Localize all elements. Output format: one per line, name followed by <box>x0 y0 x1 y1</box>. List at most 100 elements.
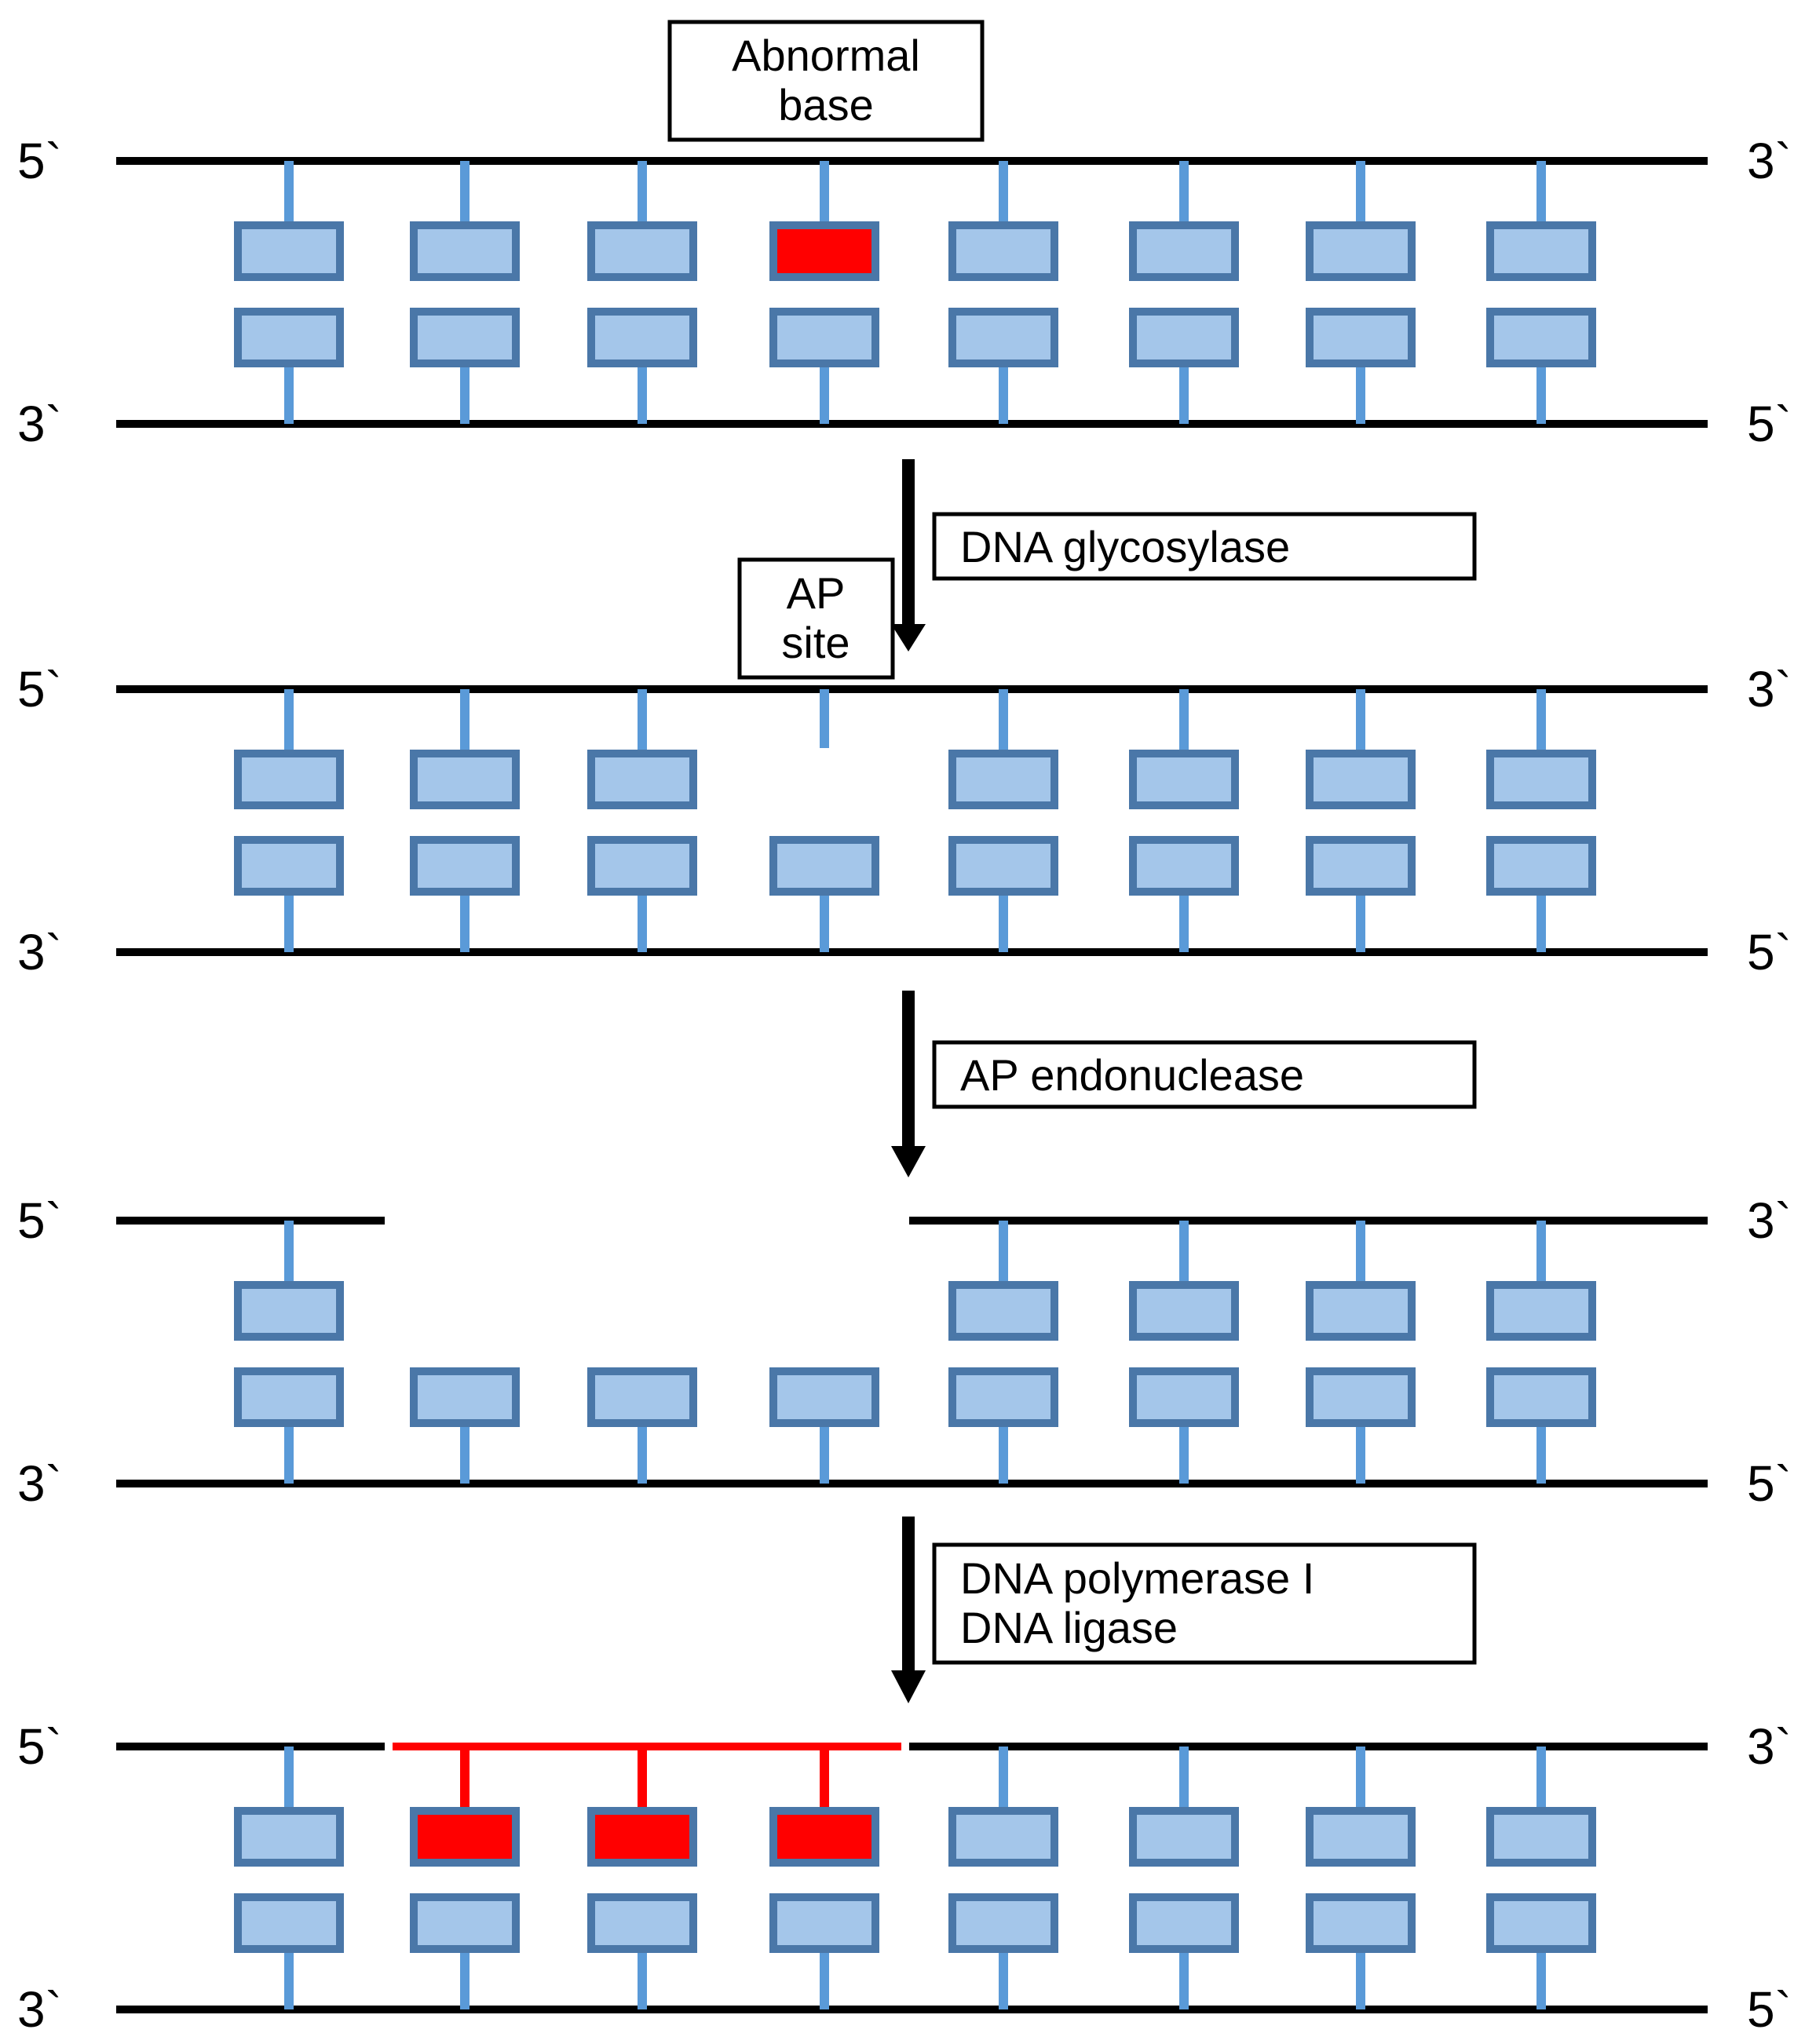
reaction-arrows <box>891 459 926 1703</box>
top-base <box>948 750 1058 809</box>
top-left-end-label: 5` <box>17 133 62 189</box>
bottom-base <box>410 1893 520 1953</box>
top-right-end-label: 3` <box>1747 661 1792 717</box>
bottom-base <box>410 836 520 896</box>
top-base <box>948 1281 1058 1341</box>
bottom-base <box>587 1367 697 1427</box>
bottom-base <box>769 836 879 896</box>
bottom-base <box>769 1893 879 1953</box>
top-base <box>1306 1281 1416 1341</box>
bottom-left-end-label: 3` <box>17 924 62 980</box>
top-base <box>1486 1807 1596 1867</box>
enzyme-3-line-2: DNA ligase <box>960 1603 1178 1652</box>
bottom-base <box>234 1893 344 1953</box>
bottom-base <box>1486 308 1596 367</box>
top-base <box>948 221 1058 281</box>
enzyme-3-label: DNA polymerase I DNA ligase <box>932 1542 1477 1665</box>
bottom-base <box>1306 1367 1416 1427</box>
stages-layer <box>116 157 1708 2013</box>
top-right-end-label: 3` <box>1747 1718 1792 1775</box>
stage-repaired <box>116 1743 1708 2013</box>
enzyme-2-text: AP endonuclease <box>960 1050 1304 1100</box>
abnormal-base <box>769 221 879 281</box>
abnormal-base-line-1: Abnormal <box>732 31 920 80</box>
top-base <box>234 1807 344 1867</box>
top-base <box>234 750 344 809</box>
bottom-base <box>948 308 1058 367</box>
top-base <box>1129 221 1239 281</box>
bottom-base <box>1129 308 1239 367</box>
stage-initial <box>116 157 1708 428</box>
top-base <box>948 1807 1058 1867</box>
bottom-base <box>1486 836 1596 896</box>
top-base <box>1306 750 1416 809</box>
bottom-base <box>234 308 344 367</box>
top-base <box>410 750 520 809</box>
bottom-base <box>587 836 697 896</box>
top-base <box>1306 1807 1416 1867</box>
top-base <box>1486 750 1596 809</box>
strand-end-labels: 5` 3` 3` 5` 5` 3` 3` 5` 5` 3` 3` 5` 5` 3` 3` 5` <box>17 133 1792 2038</box>
bottom-base <box>234 1367 344 1427</box>
top-left-end-label: 5` <box>17 1192 62 1249</box>
top-base <box>234 1281 344 1341</box>
enzyme-1-text: DNA glycosylase <box>960 522 1290 571</box>
ap-site-callout: AP site <box>737 557 895 680</box>
bottom-left-end-label: 3` <box>17 1455 62 1512</box>
bottom-right-end-label: 5` <box>1747 1981 1792 2038</box>
bottom-base <box>410 1367 520 1427</box>
top-right-end-label: 3` <box>1747 133 1792 189</box>
top-base <box>1486 221 1596 281</box>
bottom-base <box>1306 1893 1416 1953</box>
bottom-base <box>1129 1367 1239 1427</box>
bottom-base <box>1129 1893 1239 1953</box>
arrow-3-icon <box>891 1517 926 1703</box>
top-base <box>410 221 520 281</box>
bottom-base <box>587 308 697 367</box>
bottom-base <box>410 308 520 367</box>
abnormal-base-callout: Abnormal base <box>667 20 985 142</box>
ap-site-line-1: AP <box>787 568 846 618</box>
top-left-end-label: 5` <box>17 661 62 717</box>
bottom-left-end-label: 3` <box>17 1981 62 2038</box>
bottom-base <box>948 836 1058 896</box>
enzyme-3-line-1: DNA polymerase I <box>960 1553 1314 1603</box>
bottom-base <box>587 1893 697 1953</box>
stage-ap-site <box>116 685 1708 956</box>
bottom-base <box>769 308 879 367</box>
enzyme-2-label: AP endonuclease <box>932 1040 1477 1109</box>
arrow-1-icon <box>891 459 926 652</box>
new-base <box>410 1807 520 1867</box>
bottom-base <box>1486 1893 1596 1953</box>
bottom-right-end-label: 5` <box>1747 1455 1792 1512</box>
top-base <box>1486 1281 1596 1341</box>
bottom-base <box>1129 836 1239 896</box>
bottom-base <box>234 836 344 896</box>
top-left-end-label: 5` <box>17 1718 62 1775</box>
bottom-right-end-label: 5` <box>1747 924 1792 980</box>
top-base <box>1306 221 1416 281</box>
bottom-right-end-label: 5` <box>1747 396 1792 452</box>
bottom-base <box>948 1367 1058 1427</box>
bottom-base <box>1306 308 1416 367</box>
top-base <box>587 221 697 281</box>
top-base <box>1129 1807 1239 1867</box>
top-base <box>1129 1281 1239 1341</box>
bottom-base <box>769 1367 879 1427</box>
top-base <box>234 221 344 281</box>
top-base <box>587 750 697 809</box>
bottom-base <box>1486 1367 1596 1427</box>
abnormal-base-line-2: base <box>778 80 873 130</box>
new-base <box>769 1807 879 1867</box>
arrow-2-icon <box>891 991 926 1177</box>
bottom-left-end-label: 3` <box>17 396 62 452</box>
top-right-end-label: 3` <box>1747 1192 1792 1249</box>
enzyme-1-label: DNA glycosylase <box>932 512 1477 581</box>
bottom-base <box>1306 836 1416 896</box>
top-base <box>1129 750 1239 809</box>
stage-nicked <box>116 1217 1708 1487</box>
bottom-base <box>948 1893 1058 1953</box>
new-base <box>587 1807 697 1867</box>
ap-site-line-2: site <box>781 618 850 667</box>
